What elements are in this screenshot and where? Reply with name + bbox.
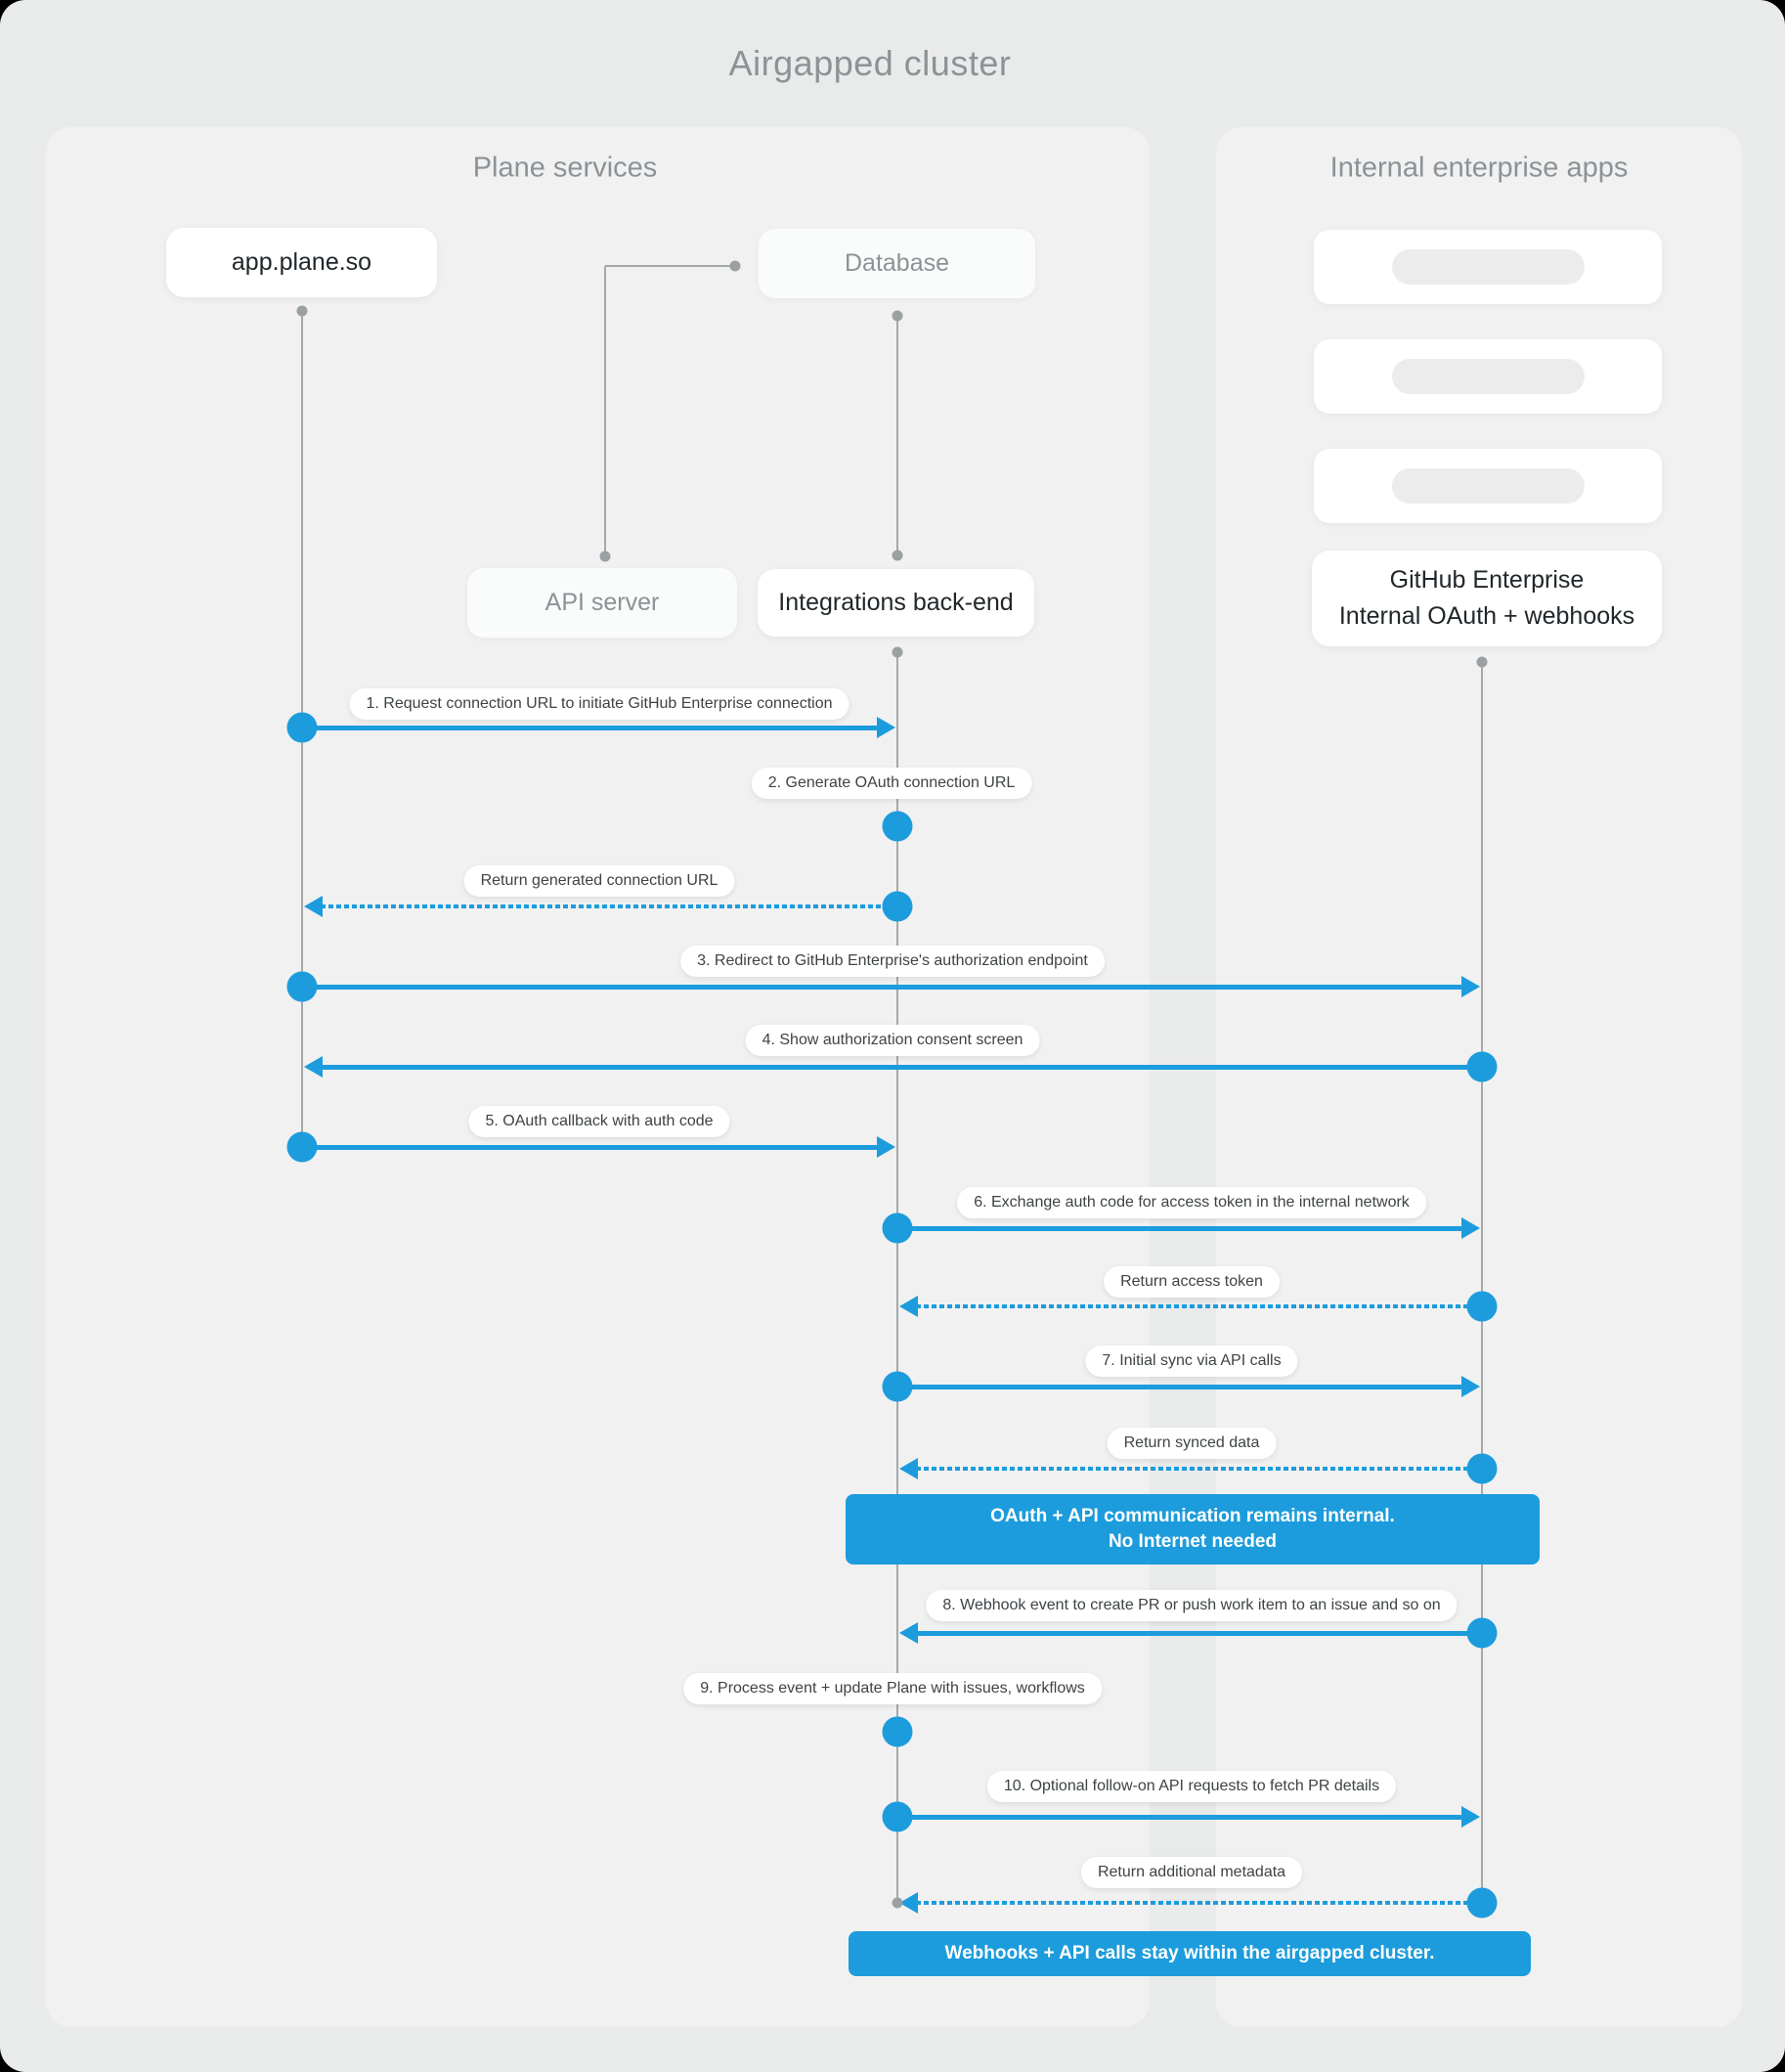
message-source-dot <box>286 712 318 743</box>
actor-integrations-back-end: Integrations back-end <box>758 569 1034 637</box>
connector-api-server-vertical <box>604 266 606 556</box>
message-arrow-line <box>916 1630 1481 1636</box>
message-label: 6. Exchange auth code for access token i… <box>957 1187 1426 1218</box>
message-arrow-line <box>897 1384 1462 1389</box>
message-source-dot <box>1466 1887 1498 1918</box>
message-source-dot <box>286 971 318 1002</box>
message-label: Return access token <box>1104 1266 1280 1298</box>
panel-title-plane-services: Plane services <box>472 152 658 184</box>
message-label: 7. Initial sync via API calls <box>1085 1345 1298 1377</box>
arrowhead-icon <box>1461 1217 1480 1239</box>
message-label: Return additional metadata <box>1080 1857 1303 1888</box>
panel-title-internal-apps: Internal enterprise apps <box>1329 152 1629 184</box>
message-label: 1. Request connection URL to initiate Gi… <box>349 688 849 720</box>
connector-api-server-to-database <box>605 265 735 267</box>
placeholder-text-bar <box>1391 468 1585 504</box>
message-arrow-line <box>916 1901 1481 1905</box>
placeholder-app-box <box>1314 449 1662 523</box>
message-source-dot <box>1466 1617 1498 1649</box>
message-arrow-line <box>302 725 878 730</box>
actor-api-server: API server <box>466 567 738 639</box>
connector-database-to-integrations <box>896 316 898 555</box>
placeholder-text-bar <box>1391 249 1585 285</box>
message-arrow-line <box>321 1064 1481 1070</box>
message-self-dot <box>882 811 913 842</box>
message-source-dot <box>882 1801 913 1832</box>
arrowhead-icon <box>899 1296 918 1317</box>
actor-label: API server <box>544 589 660 616</box>
actor-label: Integrations back-end <box>778 589 1014 616</box>
banner-line: No Internet needed <box>1108 1531 1278 1552</box>
actor-app-plane-so: app.plane.so <box>166 228 437 297</box>
message-arrow-line <box>916 1467 1481 1471</box>
actor-label: GitHub Enterprise <box>1389 566 1585 594</box>
actor-label: app.plane.so <box>231 248 372 276</box>
arrowhead-icon <box>304 896 323 917</box>
message-source-dot <box>882 1212 913 1244</box>
connector-end-dot <box>892 550 903 561</box>
message-self-dot <box>882 1716 913 1747</box>
lifeline-start-dot <box>892 646 903 658</box>
actor-label: Internal OAuth + webhooks <box>1338 602 1635 630</box>
message-arrow-line <box>321 904 896 908</box>
arrowhead-icon <box>899 1892 918 1914</box>
arrowhead-icon <box>1461 1376 1480 1397</box>
lifeline-start-dot <box>1476 656 1488 668</box>
banner-line: Webhooks + API calls stay within the air… <box>944 1943 1435 1963</box>
arrowhead-icon <box>304 1056 323 1078</box>
note-banner-airgapped-cluster: Webhooks + API calls stay within the air… <box>849 1931 1531 1976</box>
message-source-dot <box>1466 1291 1498 1322</box>
message-label: Return generated connection URL <box>463 865 735 897</box>
message-arrow-line <box>897 1225 1462 1231</box>
arrowhead-icon <box>1461 976 1480 997</box>
actor-github-enterprise: GitHub Enterprise Internal OAuth + webho… <box>1312 551 1662 646</box>
note-banner-internal-communication: OAuth + API communication remains intern… <box>846 1494 1540 1565</box>
arrowhead-icon <box>899 1622 918 1644</box>
message-label: 2. Generate OAuth connection URL <box>751 768 1032 799</box>
placeholder-text-bar <box>1391 359 1585 394</box>
arrowhead-icon <box>899 1458 918 1479</box>
message-label: 8. Webhook event to create PR or push wo… <box>926 1590 1458 1621</box>
message-label: 3. Redirect to GitHub Enterprise's autho… <box>680 946 1105 977</box>
message-arrow-line <box>897 1814 1462 1820</box>
message-source-dot <box>882 1371 913 1402</box>
message-source-dot <box>1466 1051 1498 1082</box>
placeholder-app-box <box>1314 339 1662 414</box>
message-arrow-line <box>916 1304 1481 1308</box>
arrowhead-icon <box>877 1136 895 1158</box>
message-arrow-line <box>302 984 1462 990</box>
message-label: Return synced data <box>1107 1428 1277 1459</box>
message-arrow-line <box>302 1144 878 1150</box>
arrowhead-icon <box>877 717 895 738</box>
diagram-title: Airgapped cluster <box>728 43 1012 83</box>
actor-label: Database <box>844 249 950 277</box>
actor-database: Database <box>758 228 1036 299</box>
message-label: 9. Process event + update Plane with iss… <box>683 1673 1102 1704</box>
lifeline-integrations-back-end <box>896 652 898 1903</box>
connector-end-dot <box>729 260 741 272</box>
panel-plane-services <box>46 127 1150 2027</box>
placeholder-app-box <box>1314 230 1662 304</box>
message-label: 5. OAuth callback with auth code <box>468 1106 730 1137</box>
banner-line: OAuth + API communication remains intern… <box>990 1506 1395 1526</box>
connector-end-dot <box>599 551 611 562</box>
message-source-dot <box>286 1131 318 1163</box>
lifeline-end-dot <box>892 1897 903 1909</box>
message-source-dot <box>882 891 913 922</box>
message-label: 4. Show authorization consent screen <box>745 1025 1040 1056</box>
lifeline-github-enterprise <box>1481 662 1483 1903</box>
lifeline-start-dot <box>296 305 308 317</box>
message-source-dot <box>1466 1453 1498 1484</box>
message-label: 10. Optional follow-on API requests to f… <box>986 1771 1397 1802</box>
connector-end-dot <box>892 310 903 322</box>
arrowhead-icon <box>1461 1806 1480 1828</box>
